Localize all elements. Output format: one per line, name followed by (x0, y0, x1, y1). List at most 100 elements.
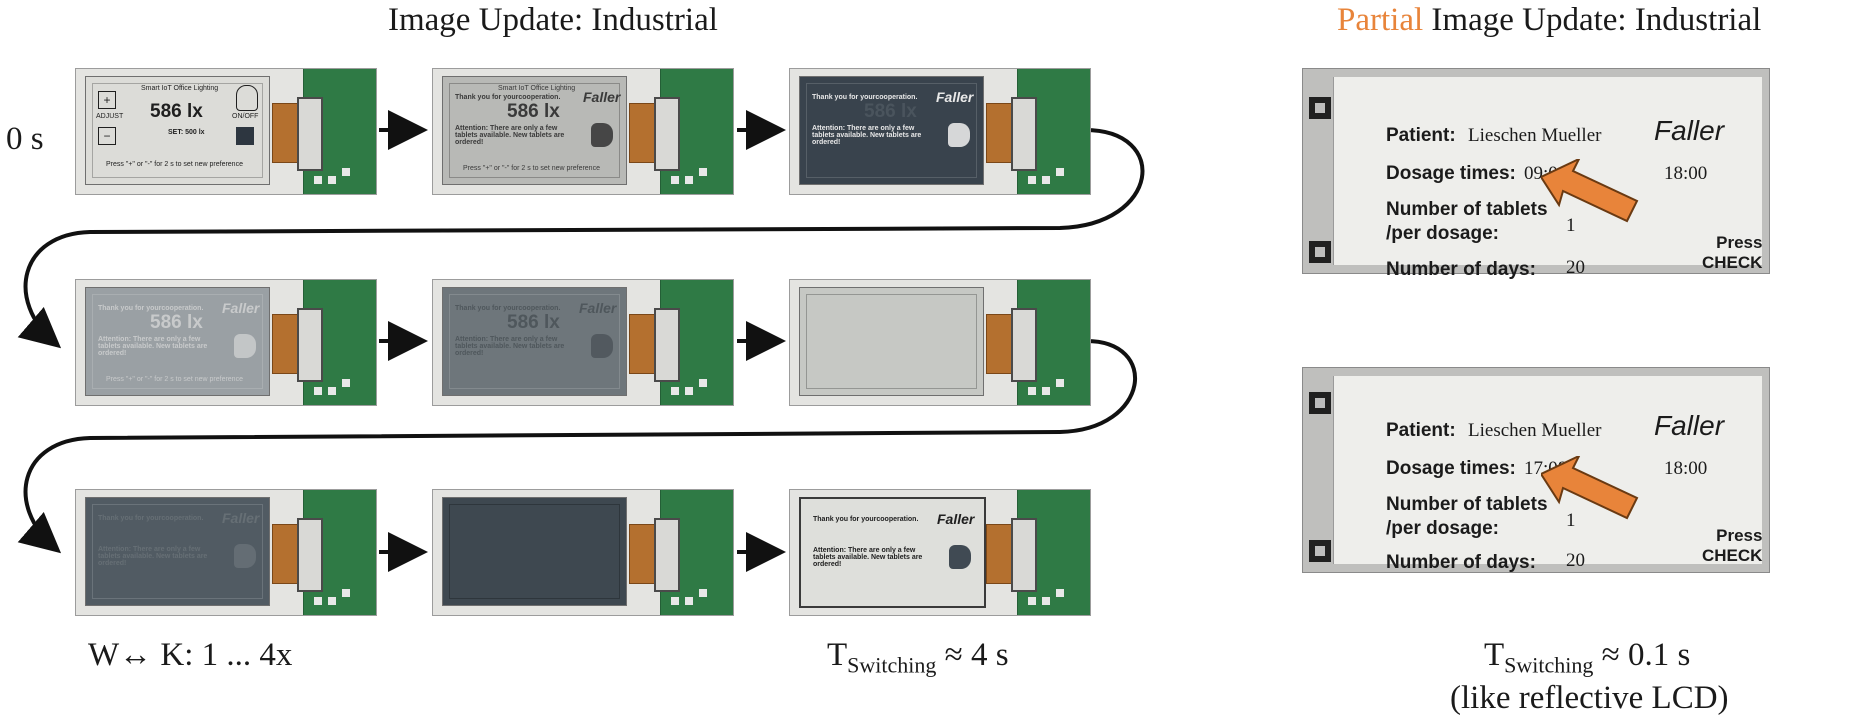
right-title: Partial Image Update: Industrial (1337, 2, 1761, 39)
t-symbol: T (1484, 637, 1505, 673)
epaper-screen: Smart IoT Office Lighting + ADJUST − 586… (85, 76, 270, 185)
cycle-caption: W↔ K: 1 ... 4x (88, 637, 293, 673)
brand-logo: Faller (937, 511, 975, 527)
press-text: Press (1716, 233, 1763, 252)
brand-logo: Faller (222, 300, 260, 316)
dosage-value-2: 18:00 (1664, 458, 1708, 479)
connector (654, 518, 680, 592)
tablets-label-2: /per dosage: (1386, 223, 1499, 244)
dosage-label: Dosage times: (1386, 458, 1516, 479)
epaper-module-3: Thank you for yourcooperation. Faller 58… (789, 68, 1091, 195)
epaper-screen: Thank you for yourcooperation. Faller 58… (85, 287, 270, 396)
epaper-screen: Thank you for yourcooperation. Faller 58… (799, 76, 984, 185)
lux-value: 586 lx (507, 312, 560, 333)
attention-text: Attention: There are only a few tablets … (98, 336, 208, 357)
lux-value: 586 lx (864, 101, 917, 122)
patient-label: Patient: (1386, 125, 1456, 146)
epaper-module-6 (789, 279, 1091, 406)
brand-logo: Faller (579, 300, 617, 316)
brand-logo: Faller (1654, 410, 1725, 441)
brand-logo: Faller (936, 89, 974, 105)
mount-hole (1309, 97, 1331, 119)
connector (297, 97, 323, 171)
thumbs-down-icon (234, 334, 256, 358)
t-subscript: Switching (847, 652, 937, 678)
screen-title: Smart IoT Office Lighting (141, 85, 219, 92)
hint-text: Press "+" or "-" for 2 s to set new pref… (463, 165, 600, 172)
partial-update-photo-1: Patient: Lieschen Mueller Faller Dosage … (1302, 68, 1770, 280)
thumbs-down-icon (949, 545, 971, 569)
epaper-module-5: Thank you for yourcooperation. Faller 58… (432, 279, 734, 406)
thanks-text: Thank you for yourcooperation. (455, 94, 561, 101)
attention-text: Attention: There are only a few tablets … (812, 125, 922, 146)
epaper-screen: Thank you for yourcooperation. Faller At… (85, 497, 270, 606)
connector (1011, 97, 1037, 171)
minus-icon: − (98, 127, 116, 145)
lux-value: 586 lx (507, 101, 560, 122)
epaper-module-1: Smart IoT Office Lighting + ADJUST − 586… (75, 68, 377, 195)
connector (654, 308, 680, 382)
t-subscript: Switching (1504, 652, 1594, 678)
epaper-screen (799, 287, 984, 396)
press-check-label: Press CHECK (1702, 233, 1762, 273)
check-text: CHECK (1702, 546, 1763, 565)
epaper-display: Patient: Lieschen Mueller Faller Dosage … (1333, 77, 1762, 280)
patient-label: Patient: (1386, 420, 1456, 441)
dosage-label: Dosage times: (1386, 163, 1516, 184)
screen-title: Smart IoT Office Lighting (498, 85, 576, 92)
thumbs-down-icon (591, 123, 613, 147)
press-check-label: Press CHECK (1702, 526, 1762, 566)
epaper-screen: Thank you for yourcooperation. Faller At… (799, 497, 986, 608)
thanks-text: Thank you for yourcooperation. (98, 305, 204, 312)
epaper-module-7: Thank you for yourcooperation. Faller At… (75, 489, 377, 616)
attention-text: Attention: There are only a few tablets … (455, 336, 565, 357)
days-label: Number of days: (1386, 552, 1536, 573)
mount-hole (1309, 540, 1331, 562)
right-caption-note: (like reflective LCD) (1450, 680, 1729, 716)
epaper-screen: Smart IoT Office Lighting Thank you for … (442, 76, 627, 185)
check-text: CHECK (1702, 253, 1763, 272)
thanks-text: Thank you for yourcooperation. (812, 94, 918, 101)
hint-text: Press "+" or "-" for 2 s to set new pref… (106, 161, 243, 168)
lux-value: 586 lx (150, 312, 203, 333)
square-icon (236, 127, 254, 145)
epaper-module-2: Smart IoT Office Lighting Thank you for … (432, 68, 734, 195)
mount-hole (1309, 241, 1331, 263)
time-label: 0 s (6, 121, 44, 157)
tablets-label-1: Number of tablets (1386, 199, 1548, 220)
attention-text: Attention: There are only a few tablets … (98, 546, 208, 567)
t-symbol: T (827, 637, 848, 673)
left-title: Image Update: Industrial (388, 2, 718, 38)
days-value: 20 (1566, 257, 1585, 278)
hint-text: Press "+" or "-" for 2 s to set new pref… (106, 376, 243, 383)
highlight-arrow-icon (1541, 159, 1639, 223)
lux-value: 586 lx (150, 101, 203, 122)
epaper-module-9: Thank you for yourcooperation. Faller At… (789, 489, 1091, 616)
connector (1011, 308, 1037, 382)
connector (654, 97, 680, 171)
thumbs-down-icon (948, 123, 970, 147)
epaper-screen (442, 497, 627, 606)
tablets-label-1: Number of tablets (1386, 494, 1548, 515)
brand-logo: Faller (222, 510, 260, 526)
brand-logo: Faller (1654, 115, 1725, 146)
set-value: SET: 500 lx (168, 129, 205, 136)
epaper-module-8 (432, 489, 734, 616)
left-switching-caption: TSwitching ≈ 4 s (827, 637, 1009, 679)
right-title-rest: Image Update: Industrial (1423, 2, 1762, 38)
right-switching-caption: TSwitching ≈ 0.1 s (1484, 637, 1690, 679)
thanks-text: Thank you for yourcooperation. (98, 515, 204, 522)
press-text: Press (1716, 526, 1763, 545)
arrow-row2-row3 (17, 338, 1138, 554)
connector (297, 308, 323, 382)
attention-text: Attention: There are only a few tablets … (455, 125, 565, 146)
onoff-label: ON/OFF (232, 113, 259, 120)
plus-icon: + (98, 91, 116, 109)
connector (297, 518, 323, 592)
highlight-arrow-icon (1541, 456, 1639, 520)
dosage-value-2: 18:00 (1664, 163, 1708, 184)
mount-hole (1309, 392, 1331, 414)
adjust-label: ADJUST (96, 113, 124, 120)
partial-update-photo-2: Patient: Lieschen Mueller Faller Dosage … (1302, 367, 1770, 573)
